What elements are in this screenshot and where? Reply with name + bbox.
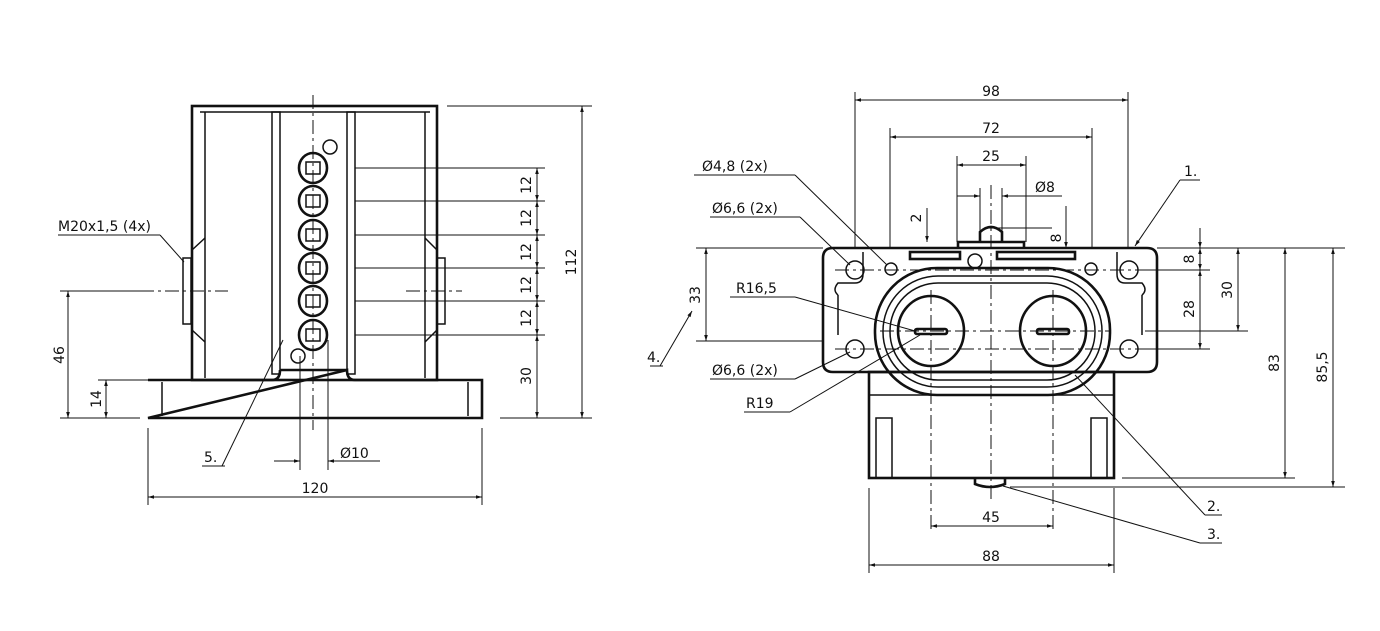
mount-hole: [290, 348, 306, 364]
dim-14: 14: [89, 390, 105, 408]
dim-8-right: 8: [1182, 255, 1198, 264]
cable-gland: [297, 184, 329, 218]
dim-30: 30: [1220, 281, 1236, 299]
item-4-label: 4.: [647, 350, 660, 366]
cable-gland: [297, 151, 329, 185]
dim-83: 83: [1267, 354, 1283, 372]
cable-gland: [297, 284, 329, 318]
cable-glands: [290, 139, 338, 364]
radius-16-5-label: R16,5: [736, 281, 777, 297]
dim-30: 30: [519, 367, 535, 385]
dim-28: 28: [1182, 300, 1198, 318]
dim-85-5: 85,5: [1315, 351, 1331, 382]
thread-label: M20x1,5 (4x): [58, 219, 151, 235]
item-5-label: 5.: [204, 450, 217, 466]
hole-diameter-6-6-top-label: Ø6,6 (2x): [712, 201, 778, 217]
dim-12: 12: [519, 243, 535, 261]
dim-112: 112: [564, 249, 580, 276]
dim-pin-diameter: Ø10: [340, 446, 369, 462]
dim-45: 45: [982, 510, 1000, 526]
side-view-body: [140, 95, 484, 430]
front-view-dimensions: [650, 92, 1345, 573]
dim-46: 46: [52, 346, 68, 364]
dim-12: 12: [519, 309, 535, 327]
dim-12: 12: [519, 209, 535, 227]
cable-gland: [297, 251, 329, 285]
dim-120: 120: [302, 481, 329, 497]
hole-diameter-4-8-label: Ø4,8 (2x): [702, 159, 768, 175]
hole-diameter-6-6-bottom-label: Ø6,6 (2x): [712, 363, 778, 379]
dim-33: 33: [688, 286, 704, 304]
dim-8-top: 8: [1049, 234, 1065, 243]
item-1-label: 1.: [1184, 164, 1197, 180]
side-view: M20x1,5 (4x) 5. 112 12 12 12 12 12 30 46…: [52, 95, 592, 505]
dim-88: 88: [982, 549, 1000, 565]
item-2-label: 2.: [1207, 499, 1220, 515]
mount-hole: [1084, 262, 1098, 276]
mount-hole: [884, 262, 898, 276]
dim-25: 25: [982, 149, 1000, 165]
front-view: 98 72 25 Ø8 2 8 Ø4,8 (2x) Ø6,6 (2x) R16,…: [647, 84, 1345, 573]
side-view-dimensions: [58, 105, 592, 505]
dim-12: 12: [519, 176, 535, 194]
dim-2: 2: [909, 214, 925, 223]
dim-98: 98: [982, 84, 1000, 100]
radius-19-label: R19: [746, 396, 774, 412]
dim-72: 72: [982, 121, 1000, 137]
mount-hole: [322, 139, 338, 155]
cable-gland: [297, 218, 329, 252]
cable-gland: [297, 318, 329, 352]
front-view-body: [821, 185, 1159, 530]
dim-12: 12: [519, 276, 535, 294]
dim-diameter-8: Ø8: [1035, 180, 1055, 196]
item-3-label: 3.: [1207, 527, 1220, 543]
